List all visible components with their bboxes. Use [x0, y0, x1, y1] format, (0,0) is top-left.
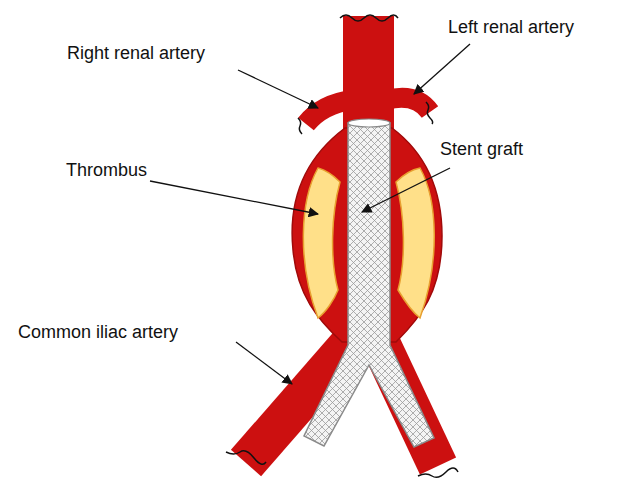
cut-ends [226, 15, 458, 477]
stent-top-opening [348, 119, 390, 127]
part-label: Right renal artery [67, 44, 205, 64]
leader-lines [150, 44, 470, 384]
thrombus-left [303, 168, 340, 318]
part-label: Thrombus [66, 161, 147, 181]
part-label: Stent graft [440, 140, 523, 160]
stent-graft [304, 123, 434, 447]
part-label: Left renal artery [448, 18, 574, 38]
thrombus-right [396, 168, 434, 318]
part-label: Common iliac artery [18, 323, 178, 343]
